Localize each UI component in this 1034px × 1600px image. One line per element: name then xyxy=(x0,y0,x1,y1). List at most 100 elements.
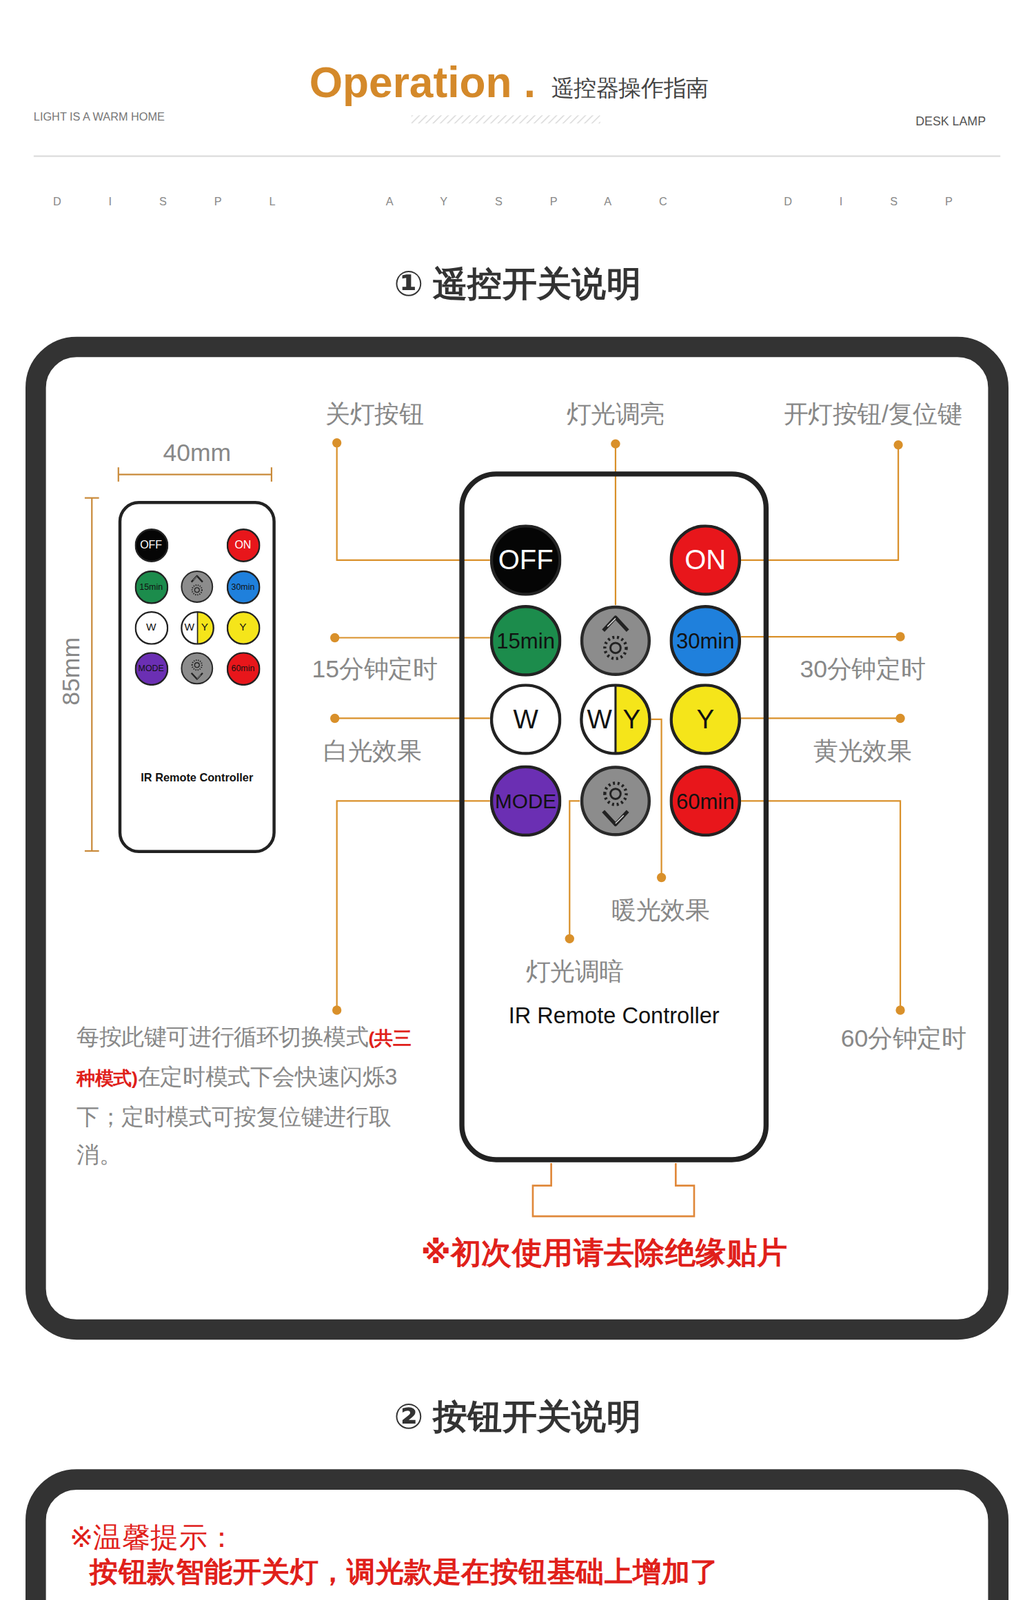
button-outline xyxy=(135,528,167,561)
button-label: Y xyxy=(696,706,715,734)
button-outline xyxy=(491,525,560,595)
white-half xyxy=(581,685,616,754)
leader-line xyxy=(337,801,491,1011)
remote-body: IR Remote ControllerOFFON15min30minWWYYM… xyxy=(118,501,276,854)
button-label: OFF xyxy=(498,546,554,575)
leader-line xyxy=(741,717,901,719)
remote-caption: IR Remote Controller xyxy=(464,1005,764,1029)
remote-button: MODE xyxy=(490,765,562,838)
button-label: ON xyxy=(234,539,251,551)
button-label: 60min xyxy=(231,664,256,673)
button-outline xyxy=(226,528,259,561)
remote-button: 30min xyxy=(669,605,742,677)
divider xyxy=(614,685,617,754)
remote-button: W xyxy=(134,610,169,645)
remote-button: 60min xyxy=(226,651,260,686)
remote-button: WY xyxy=(579,683,652,756)
callout-label: 开灯按钮/复位键 xyxy=(783,399,963,430)
button-outline xyxy=(671,606,740,675)
yellow-half xyxy=(615,685,651,754)
button-outline xyxy=(671,525,740,595)
callout-label: 暖光效果 xyxy=(611,896,710,926)
leader-lines xyxy=(335,443,901,1011)
leader-dot xyxy=(895,632,905,642)
hatch-bar xyxy=(411,115,601,124)
remote-button: ON xyxy=(669,524,742,597)
remote-button: 15min xyxy=(134,570,169,604)
button-outline xyxy=(491,685,560,754)
button-outline xyxy=(226,652,259,685)
callout-label: 灯光调亮 xyxy=(566,399,665,430)
tip-heading: ※温馨提示： xyxy=(61,1520,981,1556)
brightness-up-button xyxy=(181,571,213,603)
leader-line xyxy=(569,801,580,939)
dimension-line xyxy=(90,498,93,852)
tip-body: 按钮款智能开关灯，调光款是在按钮基础上增加了 xyxy=(61,1555,981,1591)
button-label: 30min xyxy=(676,630,735,652)
dimension-lines xyxy=(84,467,272,852)
callout-label: 白光效果 xyxy=(323,736,422,767)
button-label: OFF xyxy=(139,539,162,551)
section-heading: ② 按钮开关说明 xyxy=(393,1396,642,1438)
brightness-down-button xyxy=(581,767,650,836)
button-outline xyxy=(135,570,167,603)
panel-frame xyxy=(35,346,999,1330)
remote-button: OFF xyxy=(134,528,169,562)
button-outline xyxy=(135,652,167,685)
leader-dot xyxy=(895,714,905,724)
dimension-tick xyxy=(84,497,100,500)
leader-dot xyxy=(565,934,575,944)
dimension-label: 85mm xyxy=(56,637,87,706)
button-label: W xyxy=(512,706,538,734)
callout-label: 关灯按钮 xyxy=(325,399,424,430)
button-label: 60min xyxy=(676,790,735,813)
button-label: W xyxy=(146,622,157,633)
dimension-line xyxy=(118,473,272,475)
button-label: MODE xyxy=(494,791,557,813)
button-outline xyxy=(181,611,214,644)
button-outline xyxy=(581,685,650,754)
button-label: Y xyxy=(201,622,209,633)
remote-body: IR Remote ControllerOFFON15min30minWWYYM… xyxy=(459,471,769,1163)
leader-line xyxy=(741,636,901,638)
leader-line xyxy=(614,443,617,606)
remote-button: MODE xyxy=(134,651,169,686)
leader-dot xyxy=(610,439,620,449)
tagline: DESK LAMP xyxy=(915,114,986,129)
remote-button: Y xyxy=(669,683,742,756)
callout-label: 30分钟定时 xyxy=(799,655,926,686)
button-outline xyxy=(226,611,259,644)
button-outline xyxy=(226,570,259,603)
remote-button: W xyxy=(490,683,562,756)
brightness-down-button xyxy=(181,653,213,685)
white-half xyxy=(181,611,198,644)
leader-line xyxy=(335,717,491,719)
button-label: W xyxy=(586,706,612,734)
button-outline xyxy=(135,611,167,644)
button-outline xyxy=(671,685,740,754)
leader-line xyxy=(741,445,899,561)
leader-line xyxy=(335,636,491,639)
leader-dot xyxy=(893,440,903,450)
leader-dots xyxy=(330,438,906,1016)
button-outline xyxy=(671,767,740,836)
tagline: LIGHT IS A WARM HOME xyxy=(33,110,165,125)
button-outline xyxy=(491,767,560,836)
brightness-up-button xyxy=(581,607,650,675)
leader-line xyxy=(337,443,491,561)
mode-note: 每按此键可进行循环切换模式(共三种模式)在定时模式下会快速闪烁3下；定时模式可按… xyxy=(76,1018,429,1174)
callout-label: 黄光效果 xyxy=(813,736,912,767)
leader-dot xyxy=(895,1005,905,1015)
leader-dot xyxy=(656,873,666,883)
section-heading: ① 遥控开关说明 xyxy=(393,263,642,305)
remote-caption: IR Remote Controller xyxy=(121,772,273,784)
leader-dot xyxy=(330,633,340,643)
header-rule xyxy=(33,155,1001,157)
remote-button: OFF xyxy=(490,524,562,597)
leader-dot xyxy=(330,714,340,724)
dimension-tick xyxy=(84,850,100,853)
dimension-tick xyxy=(117,467,120,482)
leader-dot xyxy=(332,1005,342,1015)
